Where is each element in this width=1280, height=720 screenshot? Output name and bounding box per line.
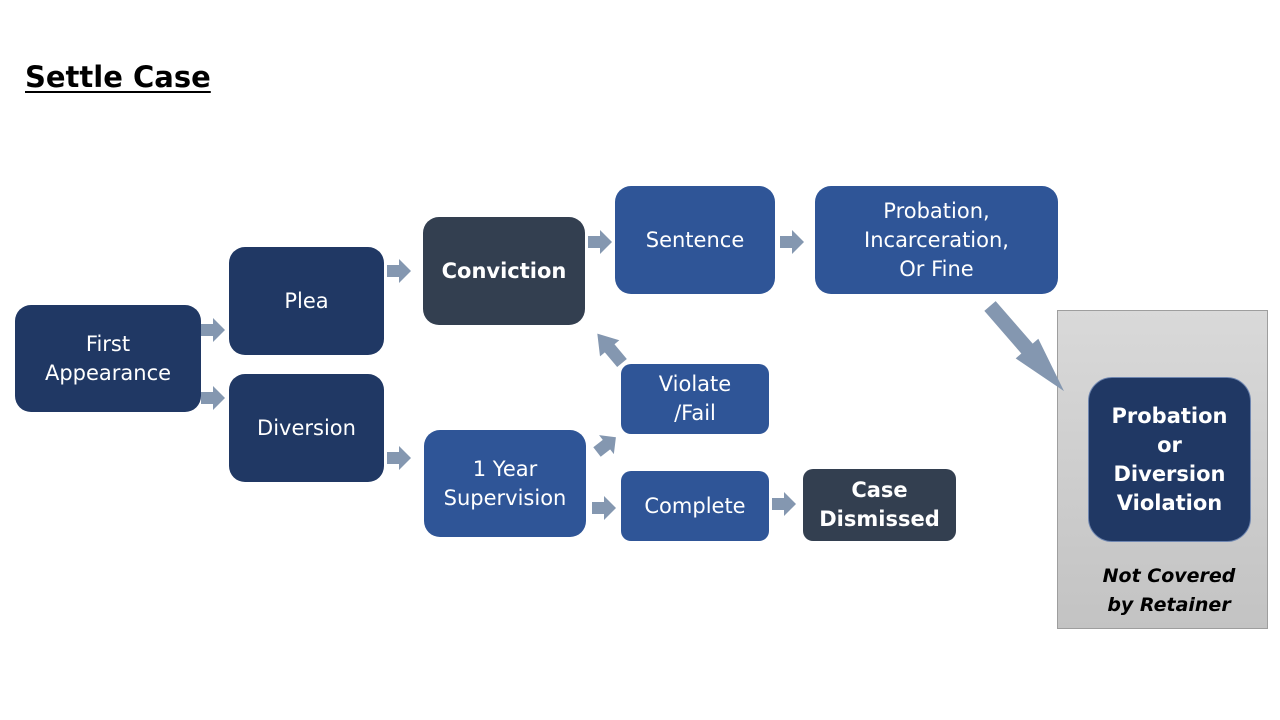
arrow-sentence-to-outcome bbox=[780, 230, 804, 254]
node-conviction: Conviction bbox=[423, 217, 585, 325]
node-case-dismissed: Case Dismissed bbox=[803, 469, 956, 541]
node-violation: Probation or Diversion Violation bbox=[1088, 377, 1251, 542]
arrow-first-to-plea bbox=[201, 318, 225, 342]
arrow-conviction-to-sentence bbox=[588, 230, 612, 254]
arrow-outcome-to-violation bbox=[978, 296, 1076, 401]
arrow-complete-to-dismissed bbox=[772, 492, 796, 516]
node-sentence: Sentence bbox=[615, 186, 775, 294]
not-covered-note: Not Covered by Retainer bbox=[1102, 565, 1236, 616]
arrow-plea-to-conviction bbox=[387, 259, 411, 283]
arrow-diversion-to-supervision bbox=[387, 446, 411, 470]
arrow-violate-to-conviction bbox=[587, 325, 632, 372]
node-supervision: 1 Year Supervision bbox=[424, 430, 586, 537]
node-complete: Complete bbox=[621, 471, 769, 541]
node-first-appearance: First Appearance bbox=[15, 305, 201, 412]
node-violate-fail: Violate /Fail bbox=[621, 364, 769, 434]
node-diversion: Diversion bbox=[229, 374, 384, 482]
node-outcome: Probation, Incarceration, Or Fine bbox=[815, 186, 1058, 294]
page-title: Settle Case bbox=[25, 60, 211, 94]
arrow-first-to-diversion bbox=[201, 386, 225, 410]
arrow-supervision-to-violate bbox=[589, 427, 624, 462]
node-plea: Plea bbox=[229, 247, 384, 355]
arrow-supervision-to-complete bbox=[592, 496, 616, 520]
